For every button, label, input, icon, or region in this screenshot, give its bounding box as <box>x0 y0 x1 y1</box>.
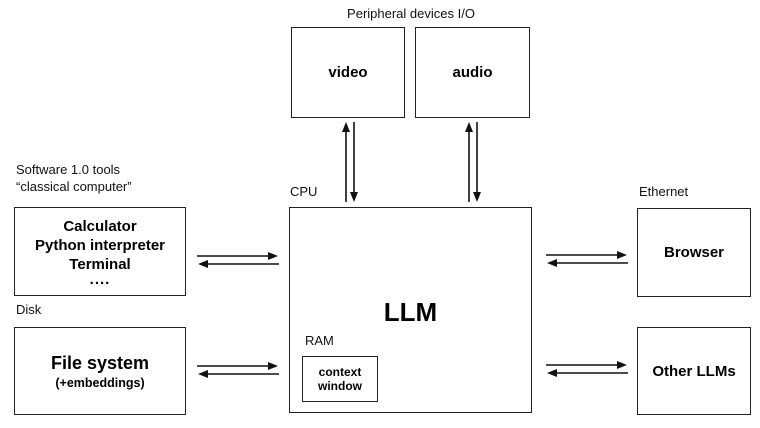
disk-label: Disk <box>16 302 42 317</box>
browser-box: Browser <box>637 208 751 297</box>
audio-label: audio <box>452 64 493 81</box>
bidirectional-arrow-cpu-browser <box>546 251 628 267</box>
llm-title: LLM <box>383 297 438 327</box>
software-tools-label-line2: “classical computer” <box>16 179 132 194</box>
browser-label: Browser <box>663 244 725 261</box>
audio-box: audio <box>415 27 530 118</box>
ram-label: RAM <box>305 333 334 348</box>
bidirectional-arrow-disk-cpu <box>197 362 279 378</box>
bidirectional-arrow-cpu-otherllms <box>546 361 628 377</box>
software-tools-label-line1: Software 1.0 tools <box>16 162 121 177</box>
file-system-subtitle: (+embeddings) <box>55 375 145 390</box>
other-llms-box: Other LLMs <box>637 327 751 415</box>
bidirectional-arrow-audio-cpu <box>465 122 481 202</box>
bidirectional-arrow-software-cpu <box>197 252 279 268</box>
peripherals-io-label: Peripheral devices I/O <box>347 6 475 21</box>
file-system-title: File system <box>50 352 150 373</box>
context-window-line1: context <box>318 365 362 379</box>
software-tools-box: Calculator Python interpreter Terminal .… <box>14 207 186 296</box>
context-window-line2: window <box>318 379 362 393</box>
tool-python-interpreter: Python interpreter <box>34 237 166 254</box>
tool-terminal: Terminal <box>69 256 131 273</box>
bidirectional-arrow-video-cpu <box>342 122 358 202</box>
software-tools-label: Software 1.0 tools “classical computer” <box>16 161 132 195</box>
context-window-box: context window <box>302 356 378 402</box>
other-llms-label: Other LLMs <box>652 362 736 380</box>
cpu-box: LLM RAM context window <box>289 207 532 413</box>
tool-calculator: Calculator <box>63 218 137 235</box>
video-box: video <box>291 27 405 118</box>
tool-ellipsis: .... <box>89 271 111 288</box>
cpu-label: CPU <box>290 184 318 199</box>
file-system-box: File system (+embeddings) <box>14 327 186 415</box>
ethernet-label: Ethernet <box>639 184 689 199</box>
video-label: video <box>328 64 368 81</box>
